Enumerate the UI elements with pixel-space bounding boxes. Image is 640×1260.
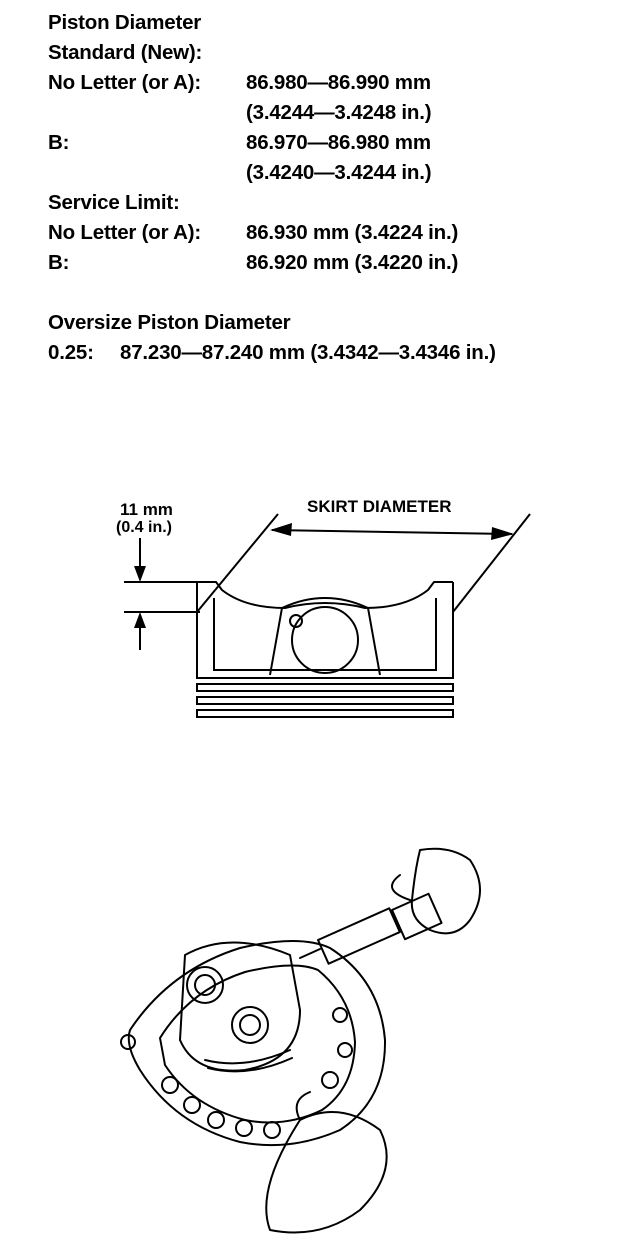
pin-boss <box>269 597 381 676</box>
frame-hole-1 <box>161 1076 179 1094</box>
frame-hole-6 <box>321 1071 339 1089</box>
spec-title: Piston Diameter <box>48 11 202 34</box>
frame-hole-4 <box>235 1119 253 1137</box>
dim-arrow-head-top <box>134 566 146 582</box>
oversize-heading: Oversize Piston Diameter <box>48 311 291 334</box>
piston-inner-wall <box>213 598 437 671</box>
piston-pin-left <box>186 966 224 1004</box>
hand-bottom <box>265 1111 388 1234</box>
micrometer-frame-inner <box>159 964 356 1124</box>
micrometer-svg <box>120 847 481 1234</box>
standard-heading: Standard (New): <box>48 41 203 64</box>
dim-label-mm: 11 mm <box>120 500 173 519</box>
piston-pin-left-inner <box>194 974 216 996</box>
ring-groove-1 <box>196 683 454 692</box>
frame-hole-2 <box>183 1096 201 1114</box>
skirt-ext-right <box>452 513 531 613</box>
piston-skirt-diagram: 11 mm (0.4 in.) SKIRT DIAMETER <box>0 470 640 750</box>
skirt-diameter-label: SKIRT DIAMETER <box>307 497 452 516</box>
micrometer-anvil <box>120 1034 136 1050</box>
standard-b-mm: 86.970—86.980 mm <box>246 131 431 154</box>
piston-body <box>196 582 454 679</box>
frame-hole-3 <box>207 1111 225 1129</box>
frame-hole-8 <box>332 1007 348 1023</box>
ring-groove-3 <box>196 709 454 718</box>
finger-top <box>391 874 411 901</box>
standard-a-inch: (3.4244—3.4248 in.) <box>246 101 432 124</box>
micrometer-sleeve <box>317 907 401 965</box>
finger-bottom <box>295 1091 311 1121</box>
hand-top <box>410 847 481 935</box>
piston-pin-right <box>231 1006 269 1044</box>
standard-a-label: No Letter (or A): <box>48 71 201 94</box>
standard-b-label: B: <box>48 131 70 154</box>
service-a-value: 86.930 mm (3.4224 in.) <box>246 221 459 244</box>
piston-rings <box>204 1049 293 1073</box>
oversize-value: 87.230—87.240 mm (3.4342—3.4346 in.) <box>120 341 496 364</box>
micrometer-measurement-illustration <box>0 830 640 1250</box>
service-b-label: B: <box>48 251 70 274</box>
piston-skirt-svg: 11 mm (0.4 in.) SKIRT DIAMETER <box>116 497 531 718</box>
frame-hole-7 <box>337 1042 353 1058</box>
micrometer-frame <box>127 940 387 1147</box>
pin-lock-hole <box>289 614 303 628</box>
piston-pin-hole <box>291 606 359 674</box>
skirt-dimension-line <box>271 529 513 535</box>
skirt-ext-left <box>196 513 279 613</box>
micrometer-spindle <box>299 948 321 959</box>
frame-hole-5 <box>263 1121 281 1139</box>
micrometer-thimble <box>391 892 443 941</box>
piston-pin-right-inner <box>239 1014 261 1036</box>
oversize-label: 0.25: <box>48 341 94 364</box>
standard-a-mm: 86.980—86.990 mm <box>246 71 431 94</box>
service-heading: Service Limit: <box>48 191 180 214</box>
piston-outer <box>179 941 301 1072</box>
ring-groove-2 <box>196 696 454 705</box>
piston-crown <box>197 581 453 610</box>
dim-label-in: (0.4 in.) <box>116 519 172 536</box>
service-a-label: No Letter (or A): <box>48 221 201 244</box>
standard-b-inch: (3.4240—3.4244 in.) <box>246 161 432 184</box>
dim-arrow-head-bottom <box>134 612 146 628</box>
service-b-value: 86.920 mm (3.4220 in.) <box>246 251 459 274</box>
